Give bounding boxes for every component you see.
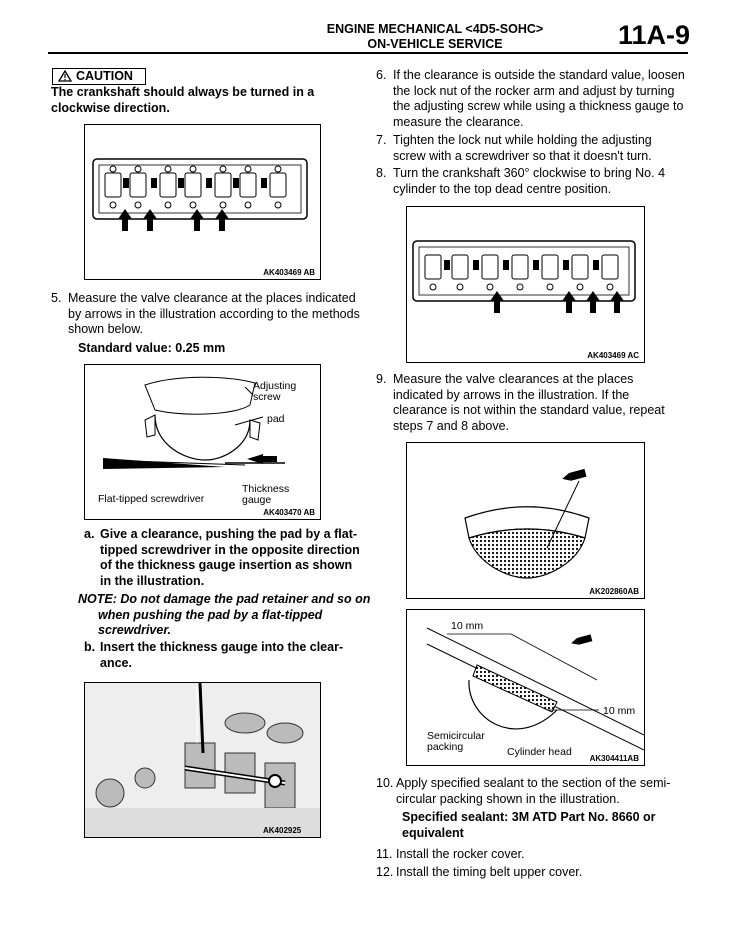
label-10mm-top: 10 mm: [451, 620, 484, 632]
label-cylinder-head: Cylinder head: [507, 746, 572, 758]
warning-triangle-icon: [58, 70, 72, 82]
step-11: 11. Install the rocker cover.: [376, 847, 686, 863]
sealant-dimension-drawing: [426, 627, 644, 751]
step-5-text: Measure the valve clearance at the place…: [68, 291, 360, 336]
step-6: 6. If the clearance is outside the stand…: [376, 68, 686, 130]
figure-id-6: AK304411AB: [589, 754, 639, 763]
label-adjusting-screw: Adjusting screw: [253, 380, 297, 403]
figure-photo-rocker: AK402925: [84, 682, 321, 838]
step-7-number: 7.: [376, 133, 387, 147]
header-title-line1: ENGINE MECHANICAL <4D5-SOHC>: [326, 22, 544, 36]
label-thickness-gauge: Thickness gauge: [242, 483, 290, 506]
step-10-number: 10.: [376, 776, 394, 790]
caution-label-box: CAUTION: [52, 68, 146, 85]
semicircular-packing-drawing: [464, 468, 590, 579]
figure-id-1: AK403469 AB: [263, 268, 315, 277]
specified-sealant: Specified sealant: 3M ATD Part No. 8660 …: [402, 810, 656, 840]
figure-id-5: AK202860AB: [589, 587, 639, 596]
header-title-line2: ON-VEHICLE SERVICE: [367, 37, 503, 51]
figure-pad-gauge: Adjusting screw pad Flat-tipped screwdri…: [84, 364, 321, 520]
caution-text: The crankshaft should always be turned i…: [51, 85, 315, 115]
step-5: 5. Measure the valve clearance at the pl…: [51, 291, 361, 338]
figure-sealant-dimensions: 10 mm 10 mm Semicircular packing Cylinde…: [406, 609, 645, 766]
figure-valve-layout-2: AK403469 AC: [406, 206, 645, 363]
label-semicircular-packing: Semicircular packing: [427, 730, 485, 753]
figure-id-4: AK403469 AC: [587, 351, 639, 360]
step-11-text: Install the rocker cover.: [396, 847, 525, 861]
standard-value: Standard value: 0.25 mm: [78, 341, 226, 355]
engine-head-drawing-2: [412, 240, 636, 313]
figure-id-3: AK402925: [263, 826, 302, 835]
step-12-number: 12.: [376, 865, 394, 879]
header-rule: [48, 52, 688, 54]
label-10mm-right: 10 mm: [603, 705, 636, 717]
substep-b: b. Insert the thickness gauge into the c…: [84, 640, 364, 671]
figure-valve-layout-1: AK403469 AB: [84, 124, 321, 280]
step-9-number: 9.: [376, 372, 387, 386]
page-code: 11A-9: [618, 20, 691, 50]
step-8-number: 8.: [376, 166, 387, 180]
substep-a-text: Give a clearance, pushing the pad by a f…: [100, 527, 360, 588]
caution-label: CAUTION: [76, 69, 133, 83]
step-9-text: Measure the valve clearances at the plac…: [393, 372, 665, 433]
rocker-photo-drawing: [85, 683, 320, 837]
substep-b-text: Insert the thickness gauge into the clea…: [100, 640, 344, 670]
substep-a-label: a.: [84, 527, 95, 541]
substep-b-label: b.: [84, 640, 96, 654]
step-12: 12. Install the timing belt upper cover.: [376, 865, 686, 881]
step-7: 7. Tighten the lock nut while holding th…: [376, 133, 686, 164]
step-10: 10. Apply specified sealant to the secti…: [376, 776, 686, 807]
step-6-number: 6.: [376, 68, 387, 82]
step-8-text: Turn the crankshaft 360° clockwise to br…: [393, 166, 666, 196]
pad-gauge-drawing: [102, 376, 285, 469]
label-pad: pad: [267, 413, 285, 425]
step-8: 8. Turn the crankshaft 360° clockwise to…: [376, 166, 686, 197]
step-9: 9. Measure the valve clearances at the p…: [376, 372, 686, 434]
header-title: ENGINE MECHANICAL <4D5-SOHC> ON-VEHICLE …: [260, 22, 610, 52]
figure-semicircular-packing: AK202860AB: [406, 442, 645, 599]
substep-a: a. Give a clearance, pushing the pad by …: [84, 527, 364, 589]
step-6-text: If the clearance is outside the standard…: [393, 68, 685, 129]
label-flat-screwdriver: Flat-tipped screwdriver: [98, 493, 205, 505]
step-11-number: 11.: [376, 847, 393, 861]
figure-id-2: AK403470 AB: [263, 508, 315, 517]
step-10-text: Apply specified sealant to the section o…: [396, 776, 671, 806]
step-7-text: Tighten the lock nut while holding the a…: [393, 133, 652, 163]
engine-head-drawing: [92, 158, 308, 231]
step-12-text: Install the timing belt upper cover.: [396, 865, 583, 879]
step-5-number: 5.: [51, 291, 62, 305]
note-text: NOTE: Do not damage the pad retainer and…: [78, 592, 371, 637]
